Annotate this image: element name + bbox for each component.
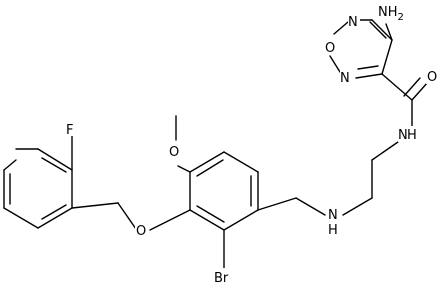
amine-hydrogen-label: H — [328, 223, 338, 238]
bond — [71, 202, 119, 209]
amine-nitrogen-label: N — [328, 208, 338, 223]
bond — [355, 73, 383, 79]
bond — [223, 209, 259, 231]
bond — [41, 157, 67, 173]
bond — [196, 159, 224, 177]
bond — [342, 197, 373, 216]
amide-nitrogen-label: N — [398, 128, 408, 143]
bond — [189, 209, 225, 231]
bond — [196, 205, 225, 223]
bond — [177, 165, 191, 173]
bond — [357, 65, 379, 70]
amino-nh-label: NH — [378, 5, 398, 20]
bond — [37, 207, 73, 229]
ring-nitrogen-bottom-label: N — [340, 71, 350, 86]
bond — [117, 202, 137, 230]
bond — [329, 55, 341, 73]
bond — [223, 151, 259, 173]
bond — [3, 159, 17, 171]
atom-labels: F O O Br N H N H O O N N NH2 — [66, 2, 440, 286]
amino-subscript-label: 2 — [398, 12, 404, 23]
bond — [371, 141, 399, 161]
ring-oxygen-label: O — [325, 41, 335, 56]
amino-group-label: NH2 — [378, 5, 404, 23]
bond — [385, 23, 393, 41]
carbonyl-oxygen-label: O — [427, 70, 437, 85]
bond — [411, 81, 429, 101]
bond — [295, 197, 326, 216]
bond — [369, 21, 387, 39]
bond — [149, 209, 191, 231]
bond — [371, 19, 393, 41]
bond — [381, 73, 413, 101]
ring-nitrogen-top-label: N — [348, 15, 358, 30]
bond — [37, 148, 73, 171]
bond — [41, 204, 67, 220]
bromine-label: Br — [214, 271, 229, 286]
amide-hydrogen-label: H — [407, 128, 417, 143]
fluorine-label: F — [66, 123, 73, 138]
bond — [3, 207, 39, 229]
bonds — [3, 19, 429, 269]
bond — [403, 77, 421, 97]
bond — [381, 39, 393, 75]
bond — [257, 197, 297, 211]
ether-oxygen-label: O — [136, 224, 146, 239]
methoxy-oxygen-label: O — [169, 145, 179, 160]
bond — [333, 21, 349, 35]
bond — [189, 151, 225, 173]
